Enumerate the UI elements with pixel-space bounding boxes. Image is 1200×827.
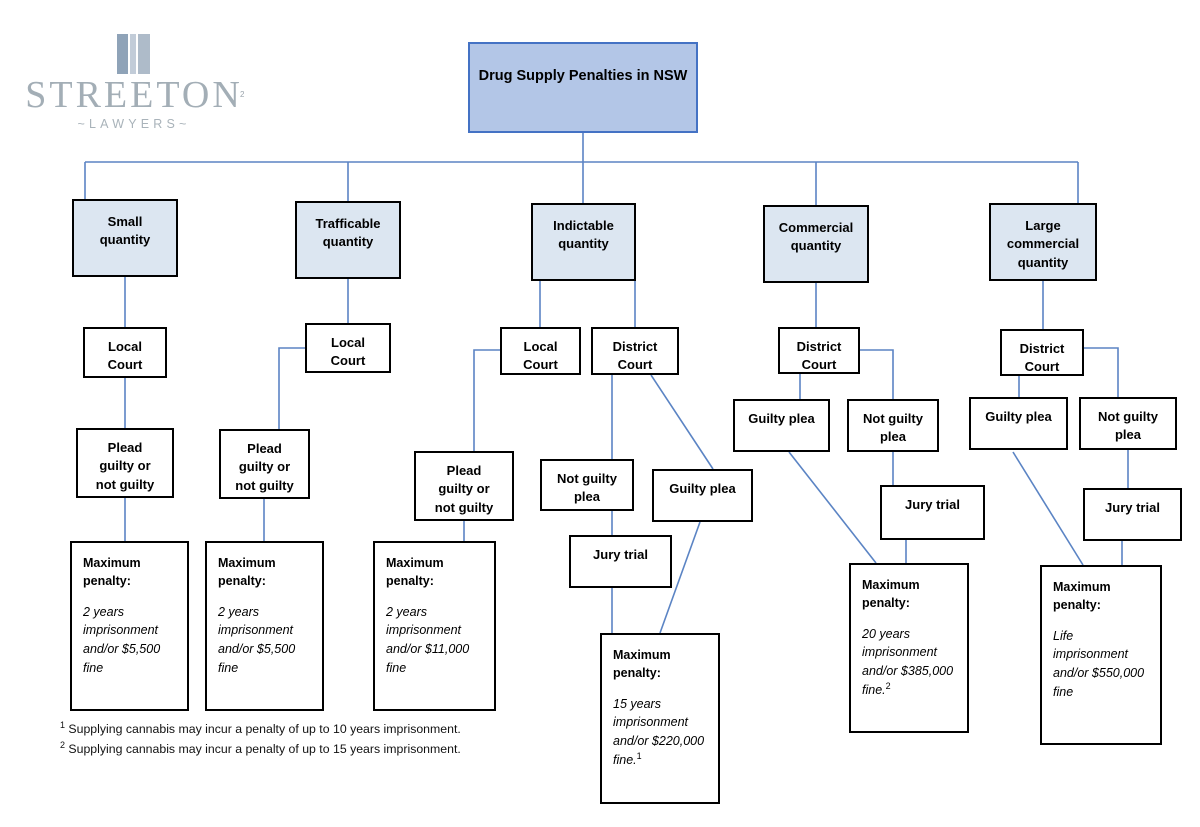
node-indictable-guilty-plea-label: Guilty plea	[669, 481, 736, 496]
brand-name: STREETON	[25, 74, 243, 116]
penalty-large-commercial-body: Life imprisonment and/or $550,000 fine	[1053, 629, 1145, 699]
footnote-2: 2 Supplying cannabis may incur a penalty…	[60, 739, 580, 759]
node-indictable-jury-trial-label: Jury trial	[593, 547, 648, 562]
node-large-jury-trial-label: Jury trial	[1105, 500, 1160, 515]
wire-large-district-notguilty	[1083, 347, 1119, 397]
brand-tagline: ~LAWYERS~	[77, 117, 191, 131]
node-commercial-guilty-plea[interactable]: Guilty plea	[733, 399, 830, 452]
footnotes: 1 Supplying cannabis may incur a penalty…	[60, 719, 580, 759]
chart-title-label: Drug Supply Penalties in NSW	[478, 68, 688, 84]
node-large-guilty-plea[interactable]: Guilty plea	[969, 397, 1068, 450]
wire-indict-district-guilty	[650, 374, 714, 470]
footnote-2-text: Supplying cannabis may incur a penalty o…	[65, 742, 461, 757]
wire-comm-district-notguilty	[860, 349, 894, 399]
node-commercial-jury-trial-label: Jury trial	[905, 497, 960, 512]
footnote-2-marker: 2	[60, 740, 66, 751]
node-indictable-jury-trial[interactable]: Jury trial	[569, 535, 672, 588]
penalty-indictable-local-body: 2 years imprisonment and/or $11,000 fine	[386, 605, 470, 675]
penalty-commercial-body: 20 years imprisonment and/or $385,000 fi…	[862, 627, 954, 697]
node-commercial-jury-trial[interactable]: Jury trial	[880, 485, 985, 540]
brand-superscript: 2	[240, 90, 245, 99]
footnote-1-text: Supplying cannabis may incur a penalty o…	[65, 722, 461, 737]
node-large-jury-trial[interactable]: Jury trial	[1083, 488, 1182, 541]
footnote-1: 1 Supplying cannabis may incur a penalty…	[60, 719, 580, 739]
penalty-small-body: 2 years imprisonment and/or $5,500 fine	[83, 605, 161, 675]
wire-comm-guilty-penalty	[788, 451, 877, 564]
node-indictable-guilty-plea[interactable]: Guilty plea	[652, 469, 753, 522]
penalty-trafficable-body: 2 years imprisonment and/or $5,500 fine	[218, 605, 296, 675]
streeton-book-mark-icon	[117, 34, 151, 74]
wire-large-guilty-penalty	[1012, 451, 1084, 566]
footnote-1-marker: 1	[60, 720, 66, 730]
node-commercial-guilty-plea-label: Guilty plea	[748, 411, 815, 426]
brand-logo: STREETON ~LAWYERS~	[14, 34, 254, 134]
node-large-guilty-plea-label: Guilty plea	[985, 409, 1052, 424]
penalty-indictable-district-body: 15 years imprisonment and/or $220,000 fi…	[613, 697, 705, 767]
chart-title-box: Drug Supply Penalties in NSW	[468, 42, 698, 133]
